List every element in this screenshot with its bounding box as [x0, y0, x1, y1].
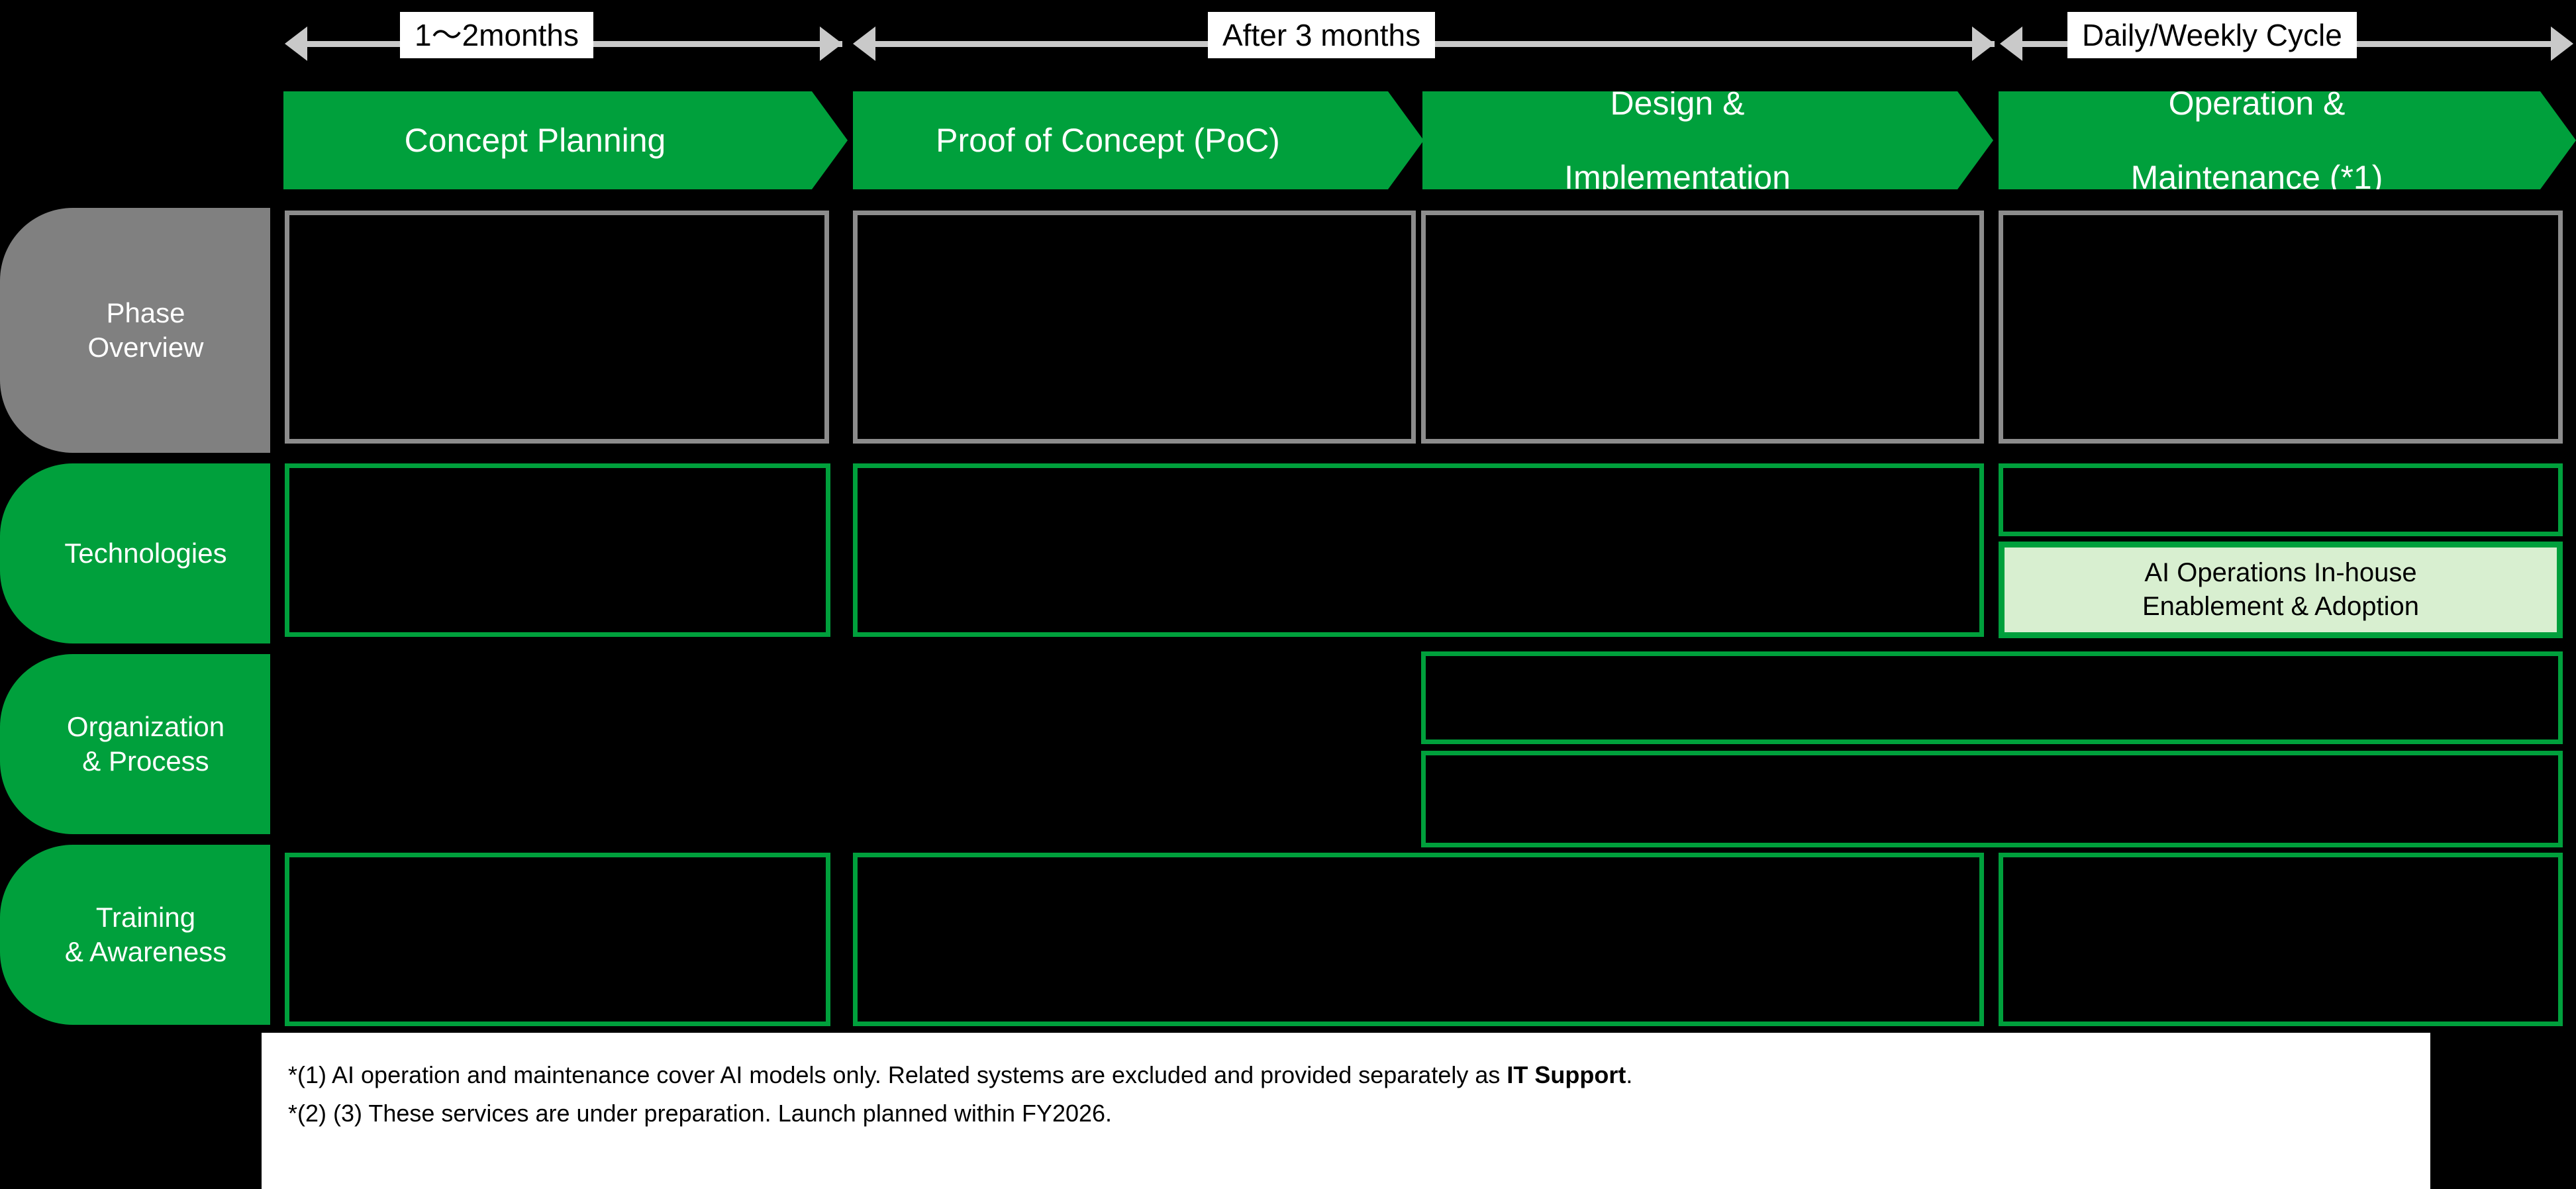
cell-technologies-poc-design[interactable] — [853, 463, 1984, 637]
cell-phase-overview-design-implementation[interactable] — [1421, 211, 1984, 444]
cell-phase-overview-poc[interactable] — [853, 211, 1416, 444]
phase-label-line1: Operation & — [2168, 85, 2346, 122]
phase-label-line1: Concept Planning — [404, 122, 666, 159]
row-label-phase-overview[interactable]: Phase Overview — [0, 208, 270, 453]
row-label-line1: Phase — [106, 297, 185, 328]
phase-chevron-design-implementation[interactable]: Design & Implementation — [1422, 91, 1993, 189]
timeline-arrow-right-3 — [2551, 26, 2573, 61]
row-label-training-awareness[interactable]: Training & Awareness — [0, 845, 270, 1025]
cell-phase-overview-concept-planning[interactable] — [285, 211, 829, 444]
row-label-technologies[interactable]: Technologies — [0, 463, 270, 643]
phase-label-line2: Maintenance (*1) — [2130, 159, 2383, 196]
cell-text-line1: AI Operations In-house — [2144, 557, 2417, 587]
row-label-line2: & Awareness — [64, 936, 227, 967]
cell-organization-process-upper[interactable] — [1421, 651, 2563, 744]
phase-chevron-concept-planning[interactable]: Concept Planning — [283, 91, 848, 189]
row-label-line1: Organization — [66, 710, 225, 742]
cell-organization-process-lower[interactable] — [1421, 751, 2563, 847]
cell-training-awareness-poc-design[interactable] — [853, 853, 1984, 1026]
timeline-label-3: Daily/Weekly Cycle — [2067, 12, 2357, 58]
footnote-panel: *(1) AI operation and maintenance cover … — [262, 1033, 2430, 1189]
phase-header-row: Concept Planning Proof of Concept (PoC) … — [0, 91, 2576, 189]
footnote-line-1: *(1) AI operation and maintenance cover … — [288, 1059, 2430, 1091]
timeline-arrow-left-3 — [2000, 26, 2022, 61]
cell-technologies-concept-planning[interactable] — [285, 463, 830, 637]
phase-label-line1: Design & — [1610, 85, 1745, 122]
timeline-label-1: 1〜2months — [400, 12, 594, 58]
row-label-line2: & Process — [82, 745, 209, 777]
timeline-arrow-right-2 — [1972, 26, 1995, 61]
footnote-1-text: *(1) AI operation and maintenance cover … — [288, 1061, 1507, 1088]
phase-chevron-proof-of-concept[interactable]: Proof of Concept (PoC) — [853, 91, 1424, 189]
phase-label-line1: Proof of Concept (PoC) — [936, 122, 1280, 159]
timeline-arrow-left-1 — [285, 26, 307, 61]
cell-text-line2: Enablement & Adoption — [2142, 592, 2420, 621]
cell-phase-overview-operation-maintenance[interactable] — [1999, 211, 2563, 444]
row-label-line1: Training — [95, 901, 196, 933]
timeline-arrow-right-1 — [820, 26, 842, 61]
cell-technologies-operation-top[interactable] — [1999, 463, 2563, 536]
timeline-band: 1〜2months After 3 months Daily/Weekly Cy… — [0, 0, 2576, 85]
cell-training-awareness-concept-planning[interactable] — [285, 853, 830, 1026]
timeline-label-2: After 3 months — [1208, 12, 1436, 58]
row-label-organization-process[interactable]: Organization & Process — [0, 654, 270, 834]
cell-ai-operations-inhouse[interactable]: AI Operations In-house Enablement & Adop… — [1999, 542, 2563, 638]
cell-training-awareness-operation[interactable] — [1999, 853, 2563, 1026]
phase-chevron-operation-maintenance[interactable]: Operation & Maintenance (*1) — [1999, 91, 2576, 189]
phase-label-line2: Implementation — [1564, 159, 1791, 196]
row-label-line2: Overview — [87, 332, 204, 363]
timeline-arrow-left-2 — [853, 26, 875, 61]
footnote-line-2: *(2) (3) These services are under prepar… — [288, 1099, 1113, 1127]
footnote-1-bold: IT Support — [1507, 1061, 1626, 1088]
footnote-1-suffix: . — [1626, 1061, 1633, 1088]
row-label-line1: Technologies — [64, 537, 227, 569]
